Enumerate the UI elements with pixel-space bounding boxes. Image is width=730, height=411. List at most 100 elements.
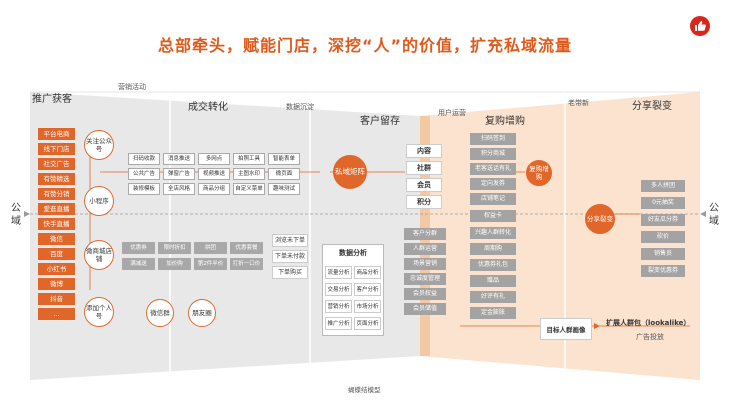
stage-repurchase: 复购增购 xyxy=(485,116,525,127)
channel-item: 快手直播 xyxy=(38,218,75,230)
analysis-item: 市场分析 xyxy=(354,300,381,313)
customer-op: 会员储值 xyxy=(404,303,446,315)
share-tool: 0元抽奖 xyxy=(641,197,685,209)
retention-member: 会员 xyxy=(406,178,442,192)
share-tool: 好友瓜分券 xyxy=(641,214,685,226)
repurchase-tool: 老客送话有礼 xyxy=(470,163,516,175)
store-tool: 打折一口价 xyxy=(230,258,263,270)
analysis-item: 页面分析 xyxy=(354,317,381,330)
share-tool: 砍价 xyxy=(641,231,685,243)
official-tool: 趣味测试 xyxy=(268,183,300,195)
ad-delivery-label: 广告投放 xyxy=(636,333,664,341)
repurchase-tool: 权益卡 xyxy=(470,210,516,222)
repurchase-tool: 周期购 xyxy=(470,243,516,255)
repurchase-tool: 定金膨胀 xyxy=(470,307,516,319)
wechat-group-circle: 微信群 xyxy=(146,299,174,327)
note-user-ops: 用户运营 xyxy=(438,109,466,117)
channel-item: 有赞精选 xyxy=(38,173,75,185)
store-tool: 优惠券 xyxy=(122,242,155,254)
left-public-domain-label: 公域 xyxy=(11,203,21,227)
channel-item: 微信 xyxy=(38,233,75,245)
official-tool: 公共广告 xyxy=(128,168,160,180)
retention-community: 社群 xyxy=(406,161,442,175)
official-tool: 弹窗广告 xyxy=(163,168,195,180)
stage-acquisition: 推广获客 xyxy=(32,94,72,105)
official-tool: 全店风格 xyxy=(163,183,195,195)
stage-retention: 客户留存 xyxy=(360,116,400,127)
channel-item: 爱逛直播 xyxy=(38,203,75,215)
channel-item: 社交广告 xyxy=(38,158,75,170)
analysis-item: 商品分析 xyxy=(354,266,381,279)
official-tool: 商品分组 xyxy=(198,183,230,195)
repurchase-tool: 积分商城 xyxy=(470,148,516,160)
channel-item: 有赞分销 xyxy=(38,188,75,200)
official-tool: 多网点 xyxy=(198,153,230,165)
store-tool: 满减送 xyxy=(122,258,155,270)
mini-program-circle: 小程序 xyxy=(84,186,114,216)
stage-conversion: 成交转化 xyxy=(188,102,228,113)
store-tool: 第2件半价 xyxy=(194,258,227,270)
official-tool: 微页面 xyxy=(268,168,300,180)
order-box: 下单购买 xyxy=(272,266,308,279)
store-tool: 加价购 xyxy=(158,258,191,270)
order-box: 浏览未下单 xyxy=(272,234,308,247)
order-box: 下单未付款 xyxy=(272,250,308,263)
channel-item: ... xyxy=(38,308,75,320)
store-tool: 拼团 xyxy=(194,242,227,254)
repurchase-tool: 扫码签到 xyxy=(470,133,516,145)
channel-item: 百度 xyxy=(38,248,75,260)
retention-content: 内容 xyxy=(406,144,442,158)
official-tool: 拍照工具 xyxy=(233,153,265,165)
data-analysis-title: 数据分析 xyxy=(339,249,367,257)
official-tool: 主图水印 xyxy=(233,168,265,180)
share-tool: 销售员 xyxy=(641,248,685,260)
retention-points: 积分 xyxy=(406,195,442,209)
analysis-item: 交易分析 xyxy=(325,283,352,296)
customer-op: 忠诚度管理 xyxy=(404,273,446,285)
customer-op: 人群运营 xyxy=(404,243,446,255)
target-crowd-box: 目标人群画像 xyxy=(540,318,592,340)
personal-account-circle: 添加个人号 xyxy=(84,297,114,327)
share-tool: 多人拼团 xyxy=(641,180,685,192)
private-matrix-circle: 私域矩阵 xyxy=(333,155,367,189)
official-tool: 视频推送 xyxy=(198,168,230,180)
repurchase-tool: 优惠券礼包 xyxy=(470,259,516,271)
page-title: 总部牵头，赋能门店，深挖“人”的价值，扩充私域流量 xyxy=(157,36,573,55)
customer-op: 场景营销 xyxy=(404,258,446,270)
official-tool: 自定义菜单 xyxy=(233,183,265,195)
official-tool: 扫码收款 xyxy=(128,153,160,165)
channel-item: 微博 xyxy=(38,278,75,290)
right-public-domain-label: 公域 xyxy=(709,203,719,227)
official-tool: 消息推送 xyxy=(163,153,195,165)
repurchase-tool: 兴趣人群转化 xyxy=(470,227,516,239)
analysis-item: 客户分析 xyxy=(354,283,381,296)
share-circle: 分享裂变 xyxy=(585,204,615,234)
repurchase-circle: 复购增购 xyxy=(526,160,552,186)
channel-item: 线下门店 xyxy=(38,143,75,155)
wx-store-circle: 微商城店铺 xyxy=(84,240,114,270)
repurchase-tool: 好评有礼 xyxy=(470,291,516,303)
lookalike-label: 扩展人群包（lookalike） xyxy=(606,319,691,327)
official-tool: 装修模板 xyxy=(128,183,160,195)
official-tool: 智能表单 xyxy=(268,153,300,165)
share-tool: 裂变优惠券 xyxy=(641,265,685,277)
stage-share: 分享裂变 xyxy=(632,101,672,112)
repurchase-tool: 赠品 xyxy=(470,275,516,287)
note-referral: 老带新 xyxy=(568,99,589,107)
analysis-item: 流量分析 xyxy=(325,266,352,279)
channel-item: 抖音 xyxy=(38,293,75,305)
store-tool: 限时折扣 xyxy=(158,242,191,254)
note-marketing: 营销活动 xyxy=(118,83,146,91)
note-data: 数据沉淀 xyxy=(286,103,314,111)
channel-item: 平台电商 xyxy=(38,128,75,140)
bowtie-model-label: 蝴蝶结模型 xyxy=(348,386,381,394)
thumbs-up-logo-icon xyxy=(690,16,710,36)
official-account-circle: 关注公众号 xyxy=(84,130,114,160)
customer-op: 客户分群 xyxy=(404,228,446,240)
moments-circle: 朋友圈 xyxy=(188,299,216,327)
repurchase-tool: 店铺笔记 xyxy=(470,193,516,205)
channel-item: 小红书 xyxy=(38,263,75,275)
store-tool: 优惠套餐 xyxy=(230,242,263,254)
repurchase-tool: 定向发券 xyxy=(470,178,516,190)
analysis-item: 推广分析 xyxy=(325,317,352,330)
